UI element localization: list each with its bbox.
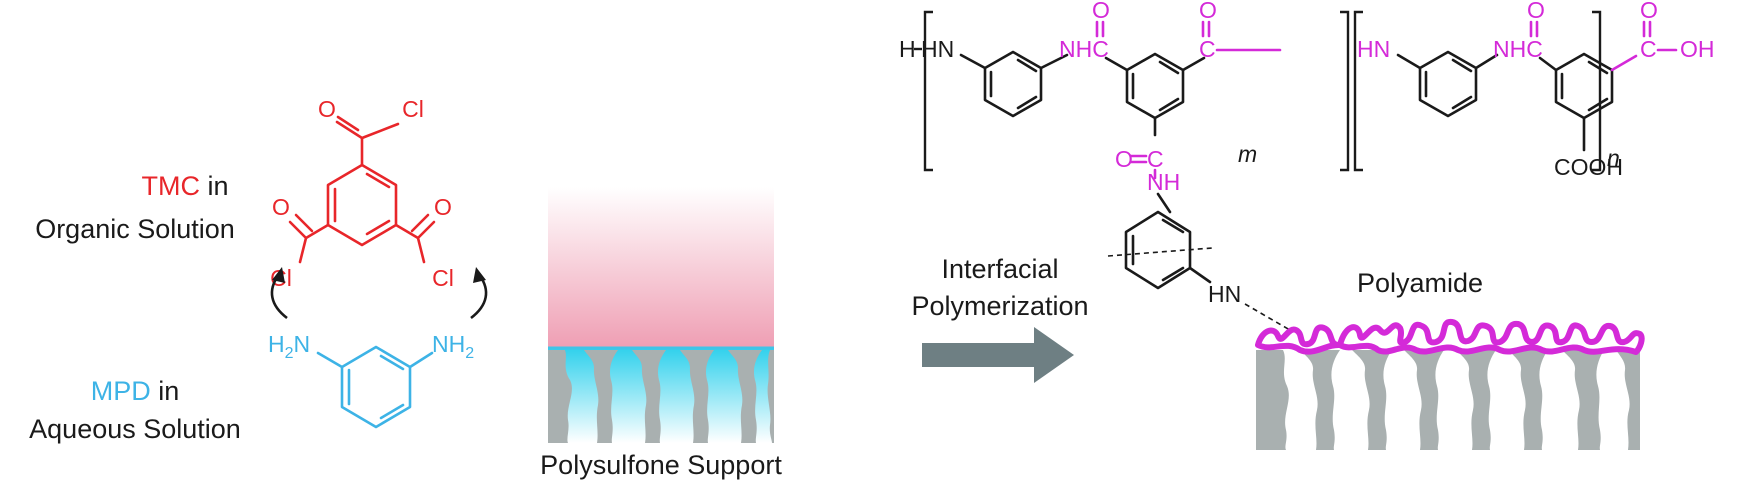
pendant-ring [1124, 192, 1212, 290]
subscript-m: m [1238, 141, 1257, 167]
aqueous-phase [548, 347, 774, 443]
tmc-atoms: O Cl O Cl O Cl [270, 96, 454, 291]
polyamide-structure: H HN NHC O C O [899, 0, 1715, 195]
arrow-label-line2: Polymerization [911, 291, 1088, 321]
amide-o-n: O [1527, 0, 1545, 23]
branch-c: C [1147, 146, 1164, 172]
cooh-c: C [1640, 36, 1657, 62]
carbonyl-c-2: C [1199, 36, 1216, 62]
mpd-structure [316, 345, 434, 429]
branch-o: O [1115, 146, 1133, 172]
tmc-o-top: O [318, 96, 336, 122]
polyamide-film [1255, 318, 1645, 355]
tmc-cl-right: Cl [432, 265, 454, 291]
tmc-o-left: O [272, 194, 290, 220]
organic-solution-label: Organic Solution [35, 214, 235, 244]
subscript-n: n [1607, 145, 1620, 171]
reaction-arrow-left [270, 267, 288, 320]
polyamide-label: Polyamide [1357, 268, 1483, 298]
mpd-name: MPD [91, 376, 151, 406]
svg-text:NH2: NH2 [432, 331, 474, 362]
polysulfone-pillars [548, 350, 774, 443]
bracket-m [923, 10, 1350, 172]
mpd-atoms: H2N NH2 [268, 331, 474, 362]
bracket-n [1353, 10, 1602, 172]
svg-text:H2N: H2N [268, 331, 310, 362]
chain-h: H [899, 36, 916, 62]
hbond-line [1244, 303, 1291, 331]
svg-text:TMC in: TMC in [141, 171, 228, 201]
branch-nh: NH [1147, 169, 1180, 195]
arrow-label-line1: Interfacial [941, 254, 1058, 284]
reaction-arrow [922, 327, 1074, 383]
mpd-label: MPD in Aqueous Solution [29, 376, 241, 444]
tmc-name: TMC [141, 171, 199, 201]
organic-phase [548, 187, 774, 347]
tmc-in: in [200, 171, 229, 201]
tmc-label: TMC in Organic Solution [35, 171, 235, 244]
cooh-bottom: COOH [1554, 154, 1623, 180]
carbonyl-o-2: O [1199, 0, 1217, 23]
reaction-arrow-right [470, 267, 488, 320]
tmc-structure [288, 115, 436, 264]
aqueous-solution-label: Aqueous Solution [29, 414, 241, 444]
mpd-in: in [151, 376, 180, 406]
tmc-o-right: O [434, 194, 452, 220]
ring-cut-line [1107, 247, 1213, 257]
surface-hn: HN [1208, 281, 1241, 307]
polyamide-support [1256, 350, 1640, 450]
amide-nhc-n: NHC [1493, 36, 1543, 62]
tmc-cl-top: Cl [402, 96, 424, 122]
cooh-o: O [1640, 0, 1658, 23]
polysulfone-support-label: Polysulfone Support [540, 450, 782, 480]
amide-nhc-1: NHC [1059, 36, 1109, 62]
cooh-oh: OH [1680, 36, 1715, 62]
chain-hn-1: HN [921, 36, 954, 62]
svg-text:MPD in: MPD in [91, 376, 180, 406]
chain-hn-2: HN [1357, 36, 1390, 62]
amide-o-1: O [1092, 0, 1110, 23]
